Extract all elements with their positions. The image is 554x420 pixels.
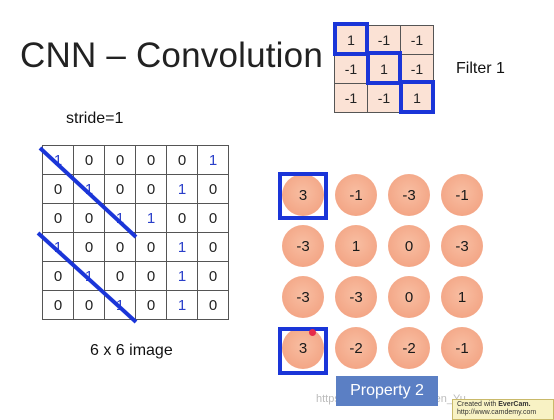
image-cell: 1 [73,261,105,291]
image-caption: 6 x 6 image [90,342,173,359]
image-cell: 0 [135,232,167,262]
evercam-url: http://www.camdemy.com [457,409,537,416]
image-cell: 0 [42,174,74,204]
image-cell: 1 [104,203,136,233]
feature-value: -1 [335,174,377,216]
image-cell: 0 [135,290,167,320]
feature-value: -3 [335,276,377,318]
image-cell: 0 [73,145,105,175]
filter-cell: -1 [367,83,401,113]
filter-cell: -1 [367,25,401,55]
image-cell: 1 [166,174,198,204]
image-cell: 0 [166,203,198,233]
image-cell: 0 [73,232,105,262]
image-cell: 1 [166,232,198,262]
feature-value: -2 [335,327,377,369]
image-cell: 0 [197,232,229,262]
image-cell: 0 [166,145,198,175]
image-cell: 0 [104,232,136,262]
image-cell: 0 [104,174,136,204]
image-cell: 0 [197,203,229,233]
evercam-created: Created with [457,401,497,408]
feature-value: -2 [388,327,430,369]
feature-value: 3 [282,174,324,216]
feature-value: 3 [282,327,324,369]
feature-value: -1 [441,327,483,369]
image-cell: 1 [166,290,198,320]
image-cell: 1 [197,145,229,175]
image-cell: 1 [166,261,198,291]
feature-value: 1 [441,276,483,318]
filter-cell: 1 [334,25,368,55]
image-cell: 0 [104,261,136,291]
image-cell: 0 [197,290,229,320]
image-cell: 0 [42,290,74,320]
filter-cell: -1 [400,25,434,55]
image-cell: 0 [42,203,74,233]
slide-title: CNN – Convolution [20,36,323,75]
stride-label: stride=1 [66,110,124,127]
image-cell: 0 [135,174,167,204]
image-cell: 1 [104,290,136,320]
filter-cell: -1 [334,83,368,113]
feature-value: -3 [441,225,483,267]
filter-row: 1-1-1 [334,25,434,55]
filter-cell: 1 [367,54,401,84]
image-cell: 0 [197,174,229,204]
image-cell: 1 [42,145,74,175]
feature-value: -3 [282,225,324,267]
filter-label: Filter 1 [456,60,505,77]
image-cell: 0 [135,145,167,175]
image-cell: 0 [73,290,105,320]
filter-cell: -1 [400,54,434,84]
image-cell: 0 [73,203,105,233]
image-cell: 1 [42,232,74,262]
filter-cell: -1 [334,54,368,84]
feature-highlight-box [278,327,328,375]
feature-value: -3 [388,174,430,216]
property-button[interactable]: Property 2 [336,376,438,406]
evercam-brand: EverCam. [498,401,531,408]
evercam-badge: Created with EverCam. http://www.camdemy… [452,399,554,420]
filter-cell: 1 [400,83,434,113]
pointer-dot [309,329,316,336]
feature-value: -3 [282,276,324,318]
image-cell: 0 [42,261,74,291]
feature-value: 0 [388,276,430,318]
feature-value: 1 [335,225,377,267]
image-cell: 1 [135,203,167,233]
image-cell: 0 [135,261,167,291]
image-cell: 1 [73,174,105,204]
feature-value: 0 [388,225,430,267]
image-cell: 0 [104,145,136,175]
feature-highlight-box [278,172,328,220]
feature-value: -1 [441,174,483,216]
image-cell: 0 [197,261,229,291]
